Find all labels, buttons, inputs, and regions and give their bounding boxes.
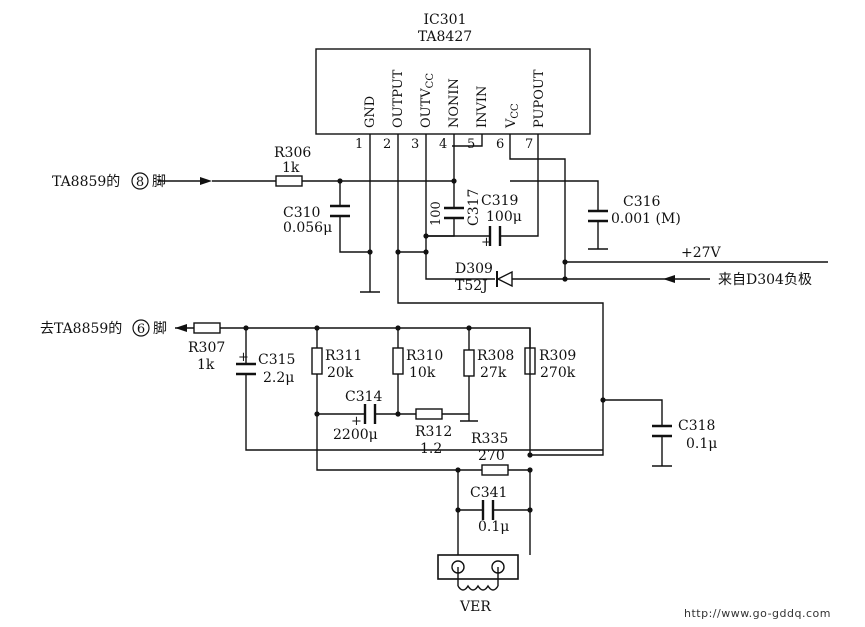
r310-value-label: 10k [409,365,436,381]
r309-ref-label: R309 [539,348,576,364]
pin-name-invin: INVIN [475,86,490,128]
resistor-r312 [415,408,443,420]
c310-value-label: 0.056μ [283,220,332,236]
ic-part-label: TA8427 [418,29,472,45]
top-junction-dots [337,178,568,282]
pin-num-7: 7 [525,137,533,152]
c341-value-label: 0.1μ [478,519,509,535]
c315-polarity-mark: + [238,350,249,365]
c315-ref-label: C315 [258,352,295,368]
top-wiring [158,134,828,456]
resistor-r306 [275,175,303,187]
c317-value-label: 100 [429,201,444,226]
pin-name-nonin: NONIN [447,78,462,128]
r307-ref-label: R307 [188,340,225,356]
pin-name-outvcc: OUTVCC [419,73,436,128]
c316-ref-label: C316 [623,194,661,210]
r311-value-label: 20k [327,365,354,381]
input-arrow-icon [200,177,212,185]
ver-ref-label: VER [459,599,491,615]
d309-value-label: T52J [455,278,488,294]
c315-value-label: 2.2μ [263,370,294,386]
diode-d309 [496,270,513,288]
c341-ref-label: C341 [470,485,507,501]
r312-value-label: 1.2 [420,441,442,457]
output-arrow-icon [175,324,187,332]
output-pin-number: 6 [137,322,145,337]
resistor-r335 [481,464,509,476]
pin-num-6: 6 [496,137,504,152]
c317-ref-label: C317 [466,189,482,226]
c310-ref-label: C310 [283,205,320,221]
c319-polarity-mark: + [481,235,492,250]
resistor-r308 [463,349,475,377]
input-pin-circle [131,172,149,190]
r312-ref-label: R312 [415,424,452,440]
ic-ref-label: IC301 [424,12,467,28]
pin-num-2: 2 [383,137,391,152]
r307-value-label: 1k [197,357,215,373]
resistor-r307 [193,322,221,334]
resistor-r309 [524,347,536,375]
c314-polarity-mark: + [351,414,362,429]
d304-arrow-icon [663,275,675,283]
c316-value-label: 0.001 (M) [611,211,681,227]
pin-num-3: 3 [411,137,419,152]
supply-label: +27V [681,245,722,261]
output-pin-suffix: 脚 [153,321,167,337]
resistor-r310 [392,347,404,375]
r311-ref-label: R311 [325,348,362,364]
r306-value-label: 1k [282,160,300,176]
c319-value-label: 100μ [486,209,522,225]
r308-ref-label: R308 [477,348,514,364]
r310-ref-label: R310 [406,348,443,364]
pin-name-pupout: PUPOUT [532,69,547,128]
output-pin-circle [132,319,150,337]
input-source-label: TA8859的 [52,174,120,190]
r306-ref-label: R306 [274,145,311,161]
d304-source-label: 来自D304负极 [718,272,812,288]
d309-ref-label: D309 [455,261,493,277]
r308-value-label: 27k [480,365,507,381]
pin-name-vcc: VCC [504,103,521,129]
input-pin-number: 8 [136,175,144,190]
pin-num-5: 5 [467,137,475,152]
c314-value-label: 2200μ [333,427,378,443]
r309-value-label: 270k [540,365,576,381]
pin-num-1: 1 [355,137,363,152]
watermark-url: http://www.go-gddq.com [684,607,831,620]
r335-value-label: 270 [478,448,505,464]
resistor-r311 [311,347,323,375]
output-dest-label: 去TA8859的 [40,321,122,337]
c318-ref-label: C318 [678,418,715,434]
pin-num-4: 4 [439,137,447,152]
r335-ref-label: R335 [471,431,508,447]
pin-name-gnd: GND [363,96,378,128]
c318-value-label: 0.1μ [686,436,717,452]
c319-ref-label: C319 [481,193,518,209]
input-pin-suffix: 脚 [152,174,166,190]
ver-connector [437,554,519,591]
ic-body [315,48,591,135]
c314-ref-label: C314 [345,389,383,405]
bottom-junction-dots [243,325,606,513]
pin-name-output: OUTPUT [391,69,406,128]
